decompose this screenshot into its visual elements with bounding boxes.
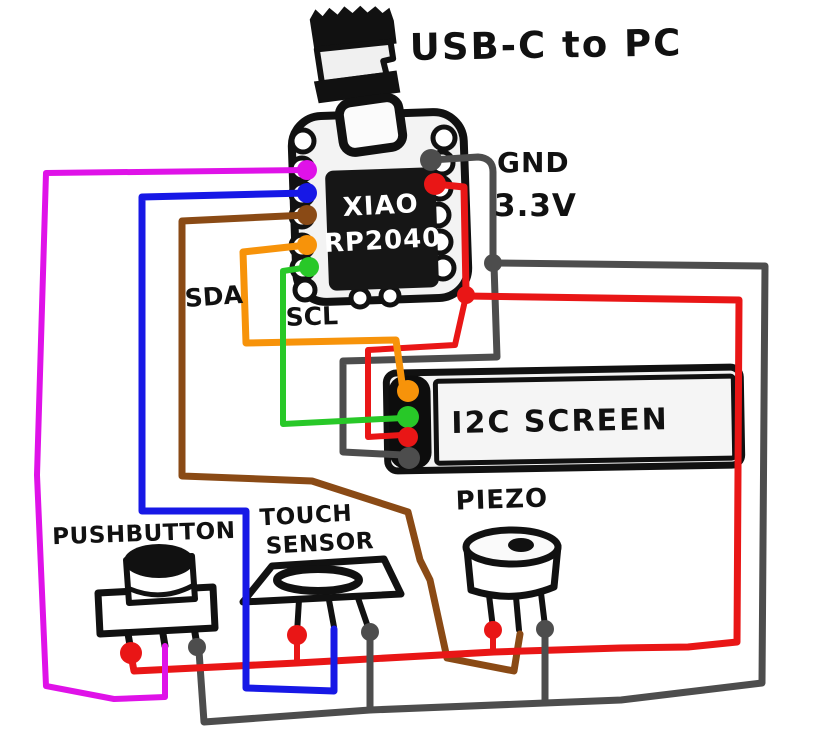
gray-wire-gnd-pin-to-junction bbox=[427, 153, 497, 262]
blue-wire-pin-to-touch-middle bbox=[138, 189, 338, 695]
v33-label: 3.3V bbox=[494, 188, 577, 224]
i2c-screen: I2C SCREEN bbox=[382, 363, 746, 475]
touch-leg bbox=[326, 597, 337, 630]
pushbutton-cap-curve bbox=[127, 583, 195, 598]
gray-wire-junction-to-screen-gnd bbox=[339, 261, 501, 459]
screen-pin-gnd bbox=[398, 447, 420, 469]
xiao-pin-3v3 bbox=[424, 173, 446, 195]
touch-pad-oval bbox=[273, 565, 363, 595]
scallop bbox=[430, 124, 458, 152]
v33-junction bbox=[457, 286, 475, 304]
scallop bbox=[292, 277, 318, 303]
usb-port bbox=[334, 93, 408, 157]
piezo-right-leg-dot bbox=[536, 620, 554, 638]
screen-label: I2C SCREEN bbox=[451, 402, 669, 441]
touch-left-leg-dot bbox=[287, 625, 307, 645]
touch-label-line1: TOUCH bbox=[259, 501, 353, 532]
piezo-hole bbox=[508, 538, 534, 552]
usb-cable bbox=[309, 5, 401, 104]
xiao-pin-brown bbox=[297, 205, 317, 225]
piezo: PIEZO bbox=[455, 483, 562, 633]
touch-label-line2: SENSOR bbox=[265, 528, 375, 560]
scl-label: SCL bbox=[285, 301, 338, 332]
wires-layer bbox=[34, 153, 769, 726]
scallop bbox=[348, 286, 372, 310]
screen-face bbox=[432, 373, 738, 466]
sda-label: SDA bbox=[184, 280, 245, 313]
chip-label-line1: XIAO bbox=[342, 189, 419, 223]
dots-layer bbox=[120, 149, 554, 664]
mcu-chip bbox=[325, 167, 439, 291]
title-label: USB-C to PC bbox=[409, 21, 682, 69]
pushbutton-cap-top bbox=[124, 544, 194, 578]
pushbutton: PUSHBUTTON bbox=[52, 518, 236, 655]
gnd-junction bbox=[484, 254, 502, 272]
scallop bbox=[289, 127, 317, 155]
brown-wire-pin-to-piezo-middle bbox=[178, 211, 524, 675]
chip-label-line2: RP2040 bbox=[323, 223, 442, 259]
pushbutton-label: PUSHBUTTON bbox=[52, 518, 236, 550]
red-wire-junction-to-screen-vcc bbox=[365, 293, 469, 440]
red-wire-power-rail bbox=[127, 292, 743, 675]
gnd-label: GND bbox=[497, 146, 570, 179]
piezo-leg bbox=[513, 594, 522, 633]
magenta-wire-pin-to-pushbutton-middle bbox=[34, 167, 310, 702]
gray-wire-ground-rail bbox=[195, 259, 769, 726]
pushbutton-left-leg-dot bbox=[120, 642, 142, 664]
xiao-pin-orange-sda bbox=[297, 235, 317, 255]
green-wire-scl-to-screen bbox=[280, 264, 406, 427]
xiao-pin-magenta bbox=[297, 160, 317, 180]
orange-wire-sda-to-screen bbox=[239, 241, 407, 394]
xiao-pin-blue bbox=[297, 183, 317, 203]
screen-pin-vcc bbox=[398, 427, 418, 447]
screen-pin-sda bbox=[397, 380, 419, 402]
touch-sensor: TOUCH SENSOR bbox=[239, 501, 405, 636]
xiao-rp2040-board: XIAO RP2040 bbox=[287, 93, 473, 310]
screen-pin-scl bbox=[397, 406, 419, 428]
pushbutton-right-leg-dot bbox=[188, 638, 206, 656]
scallop bbox=[378, 284, 402, 308]
xiao-pin-gnd bbox=[420, 149, 442, 171]
xiao-pin-green-scl bbox=[299, 257, 319, 277]
piezo-left-leg-dot bbox=[484, 621, 502, 639]
touch-right-leg-dot bbox=[361, 623, 379, 641]
piezo-label: PIEZO bbox=[455, 483, 548, 516]
